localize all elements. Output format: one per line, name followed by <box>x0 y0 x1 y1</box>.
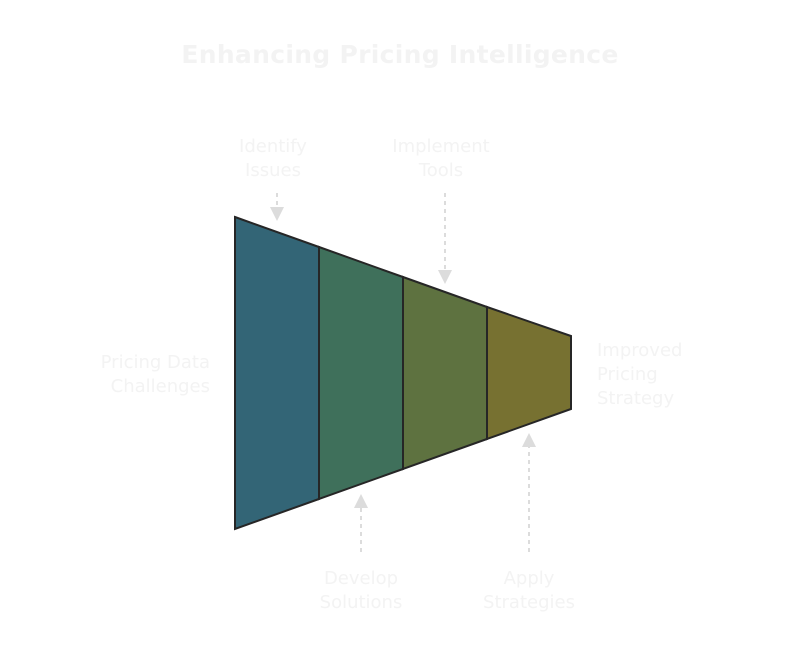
stage-label-identify-issues: Identify Issues <box>239 136 307 181</box>
diagram-title: Enhancing Pricing Intelligence <box>181 40 619 69</box>
stage-label-implement-tools: Implement Tools <box>392 136 490 181</box>
funnel-segment-apply-strategies <box>486 305 572 441</box>
output-label: Improved Pricing Strategy <box>597 340 683 409</box>
funnel-segment-develop-solutions <box>318 245 404 501</box>
input-label: Pricing Data Challenges <box>100 352 210 397</box>
stage-label-develop-solutions: Develop Solutions <box>319 568 403 613</box>
stage-label-apply-strategies: Apply Strategies <box>483 568 575 613</box>
funnel-segment-implement-tools <box>402 275 488 471</box>
funnel-segment-identify-issues <box>234 215 320 531</box>
